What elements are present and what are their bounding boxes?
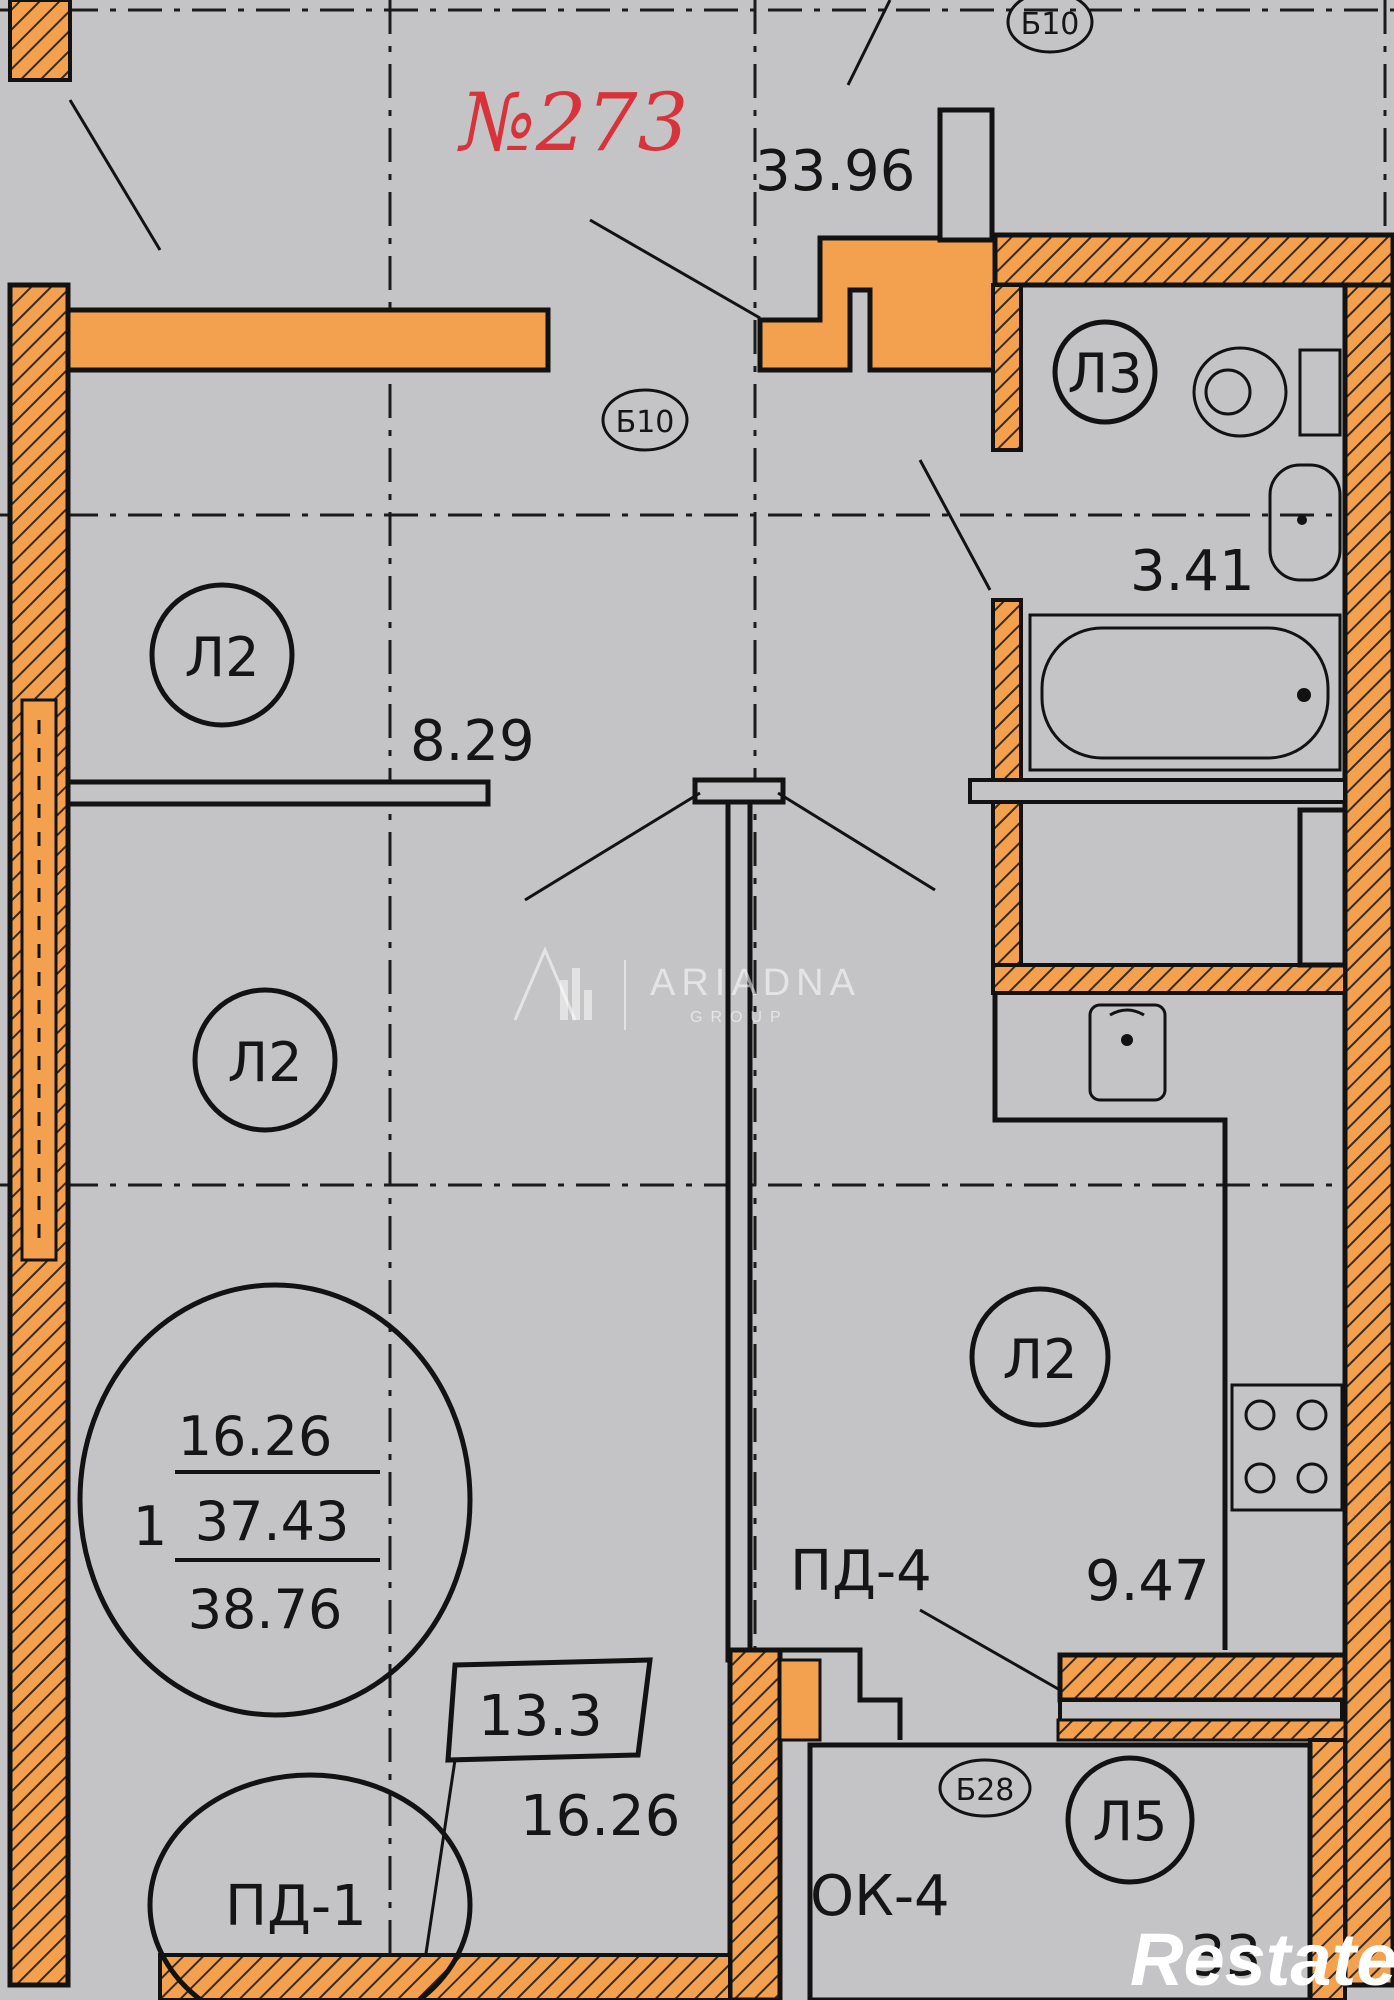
svg-text:GROUP: GROUP: [690, 1009, 789, 1026]
room-mark-l2-kitchen: Л2: [969, 1286, 1111, 1428]
room-mark-l5: Л5: [1065, 1755, 1195, 1885]
leader-lines: [68, 0, 1061, 1961]
upper-room-partition: [65, 779, 491, 807]
svg-text:16.26: 16.26: [178, 1405, 333, 1468]
room-mark-l2-upper: Л2: [149, 582, 295, 728]
ref-mark-b28: Б28: [938, 1758, 1032, 1818]
window-mark-13-3: 13.3: [445, 1657, 653, 1763]
svg-text:Л2: Л2: [185, 626, 260, 689]
balcony-area-label: 33: [1190, 1924, 1261, 1989]
room-mark-l2-middle: Л2: [192, 987, 338, 1133]
washbasin-icon: [1088, 1003, 1167, 1102]
svg-text:37.43: 37.43: [195, 1490, 350, 1553]
svg-text:38.76: 38.76: [188, 1578, 343, 1641]
bathtub-icon: [1028, 613, 1342, 772]
toilet-icon: [1192, 346, 1342, 438]
top-partition-wall: [65, 307, 551, 373]
svg-text:Restate: Restate: [1130, 1918, 1394, 2000]
ref-mark-b10-top: Б10: [1006, 0, 1094, 54]
corridor-area-label: 33.96: [755, 139, 915, 204]
svg-text:13.3: 13.3: [478, 1684, 603, 1749]
right-exterior-wall: [992, 232, 1394, 1988]
kitchen-area-label: 9.47: [1085, 1549, 1210, 1614]
balcony-walls: [158, 1647, 1348, 2000]
svg-text:Л3: Л3: [1068, 342, 1143, 405]
handwritten-apartment-number: №273: [457, 76, 688, 169]
restate-logo: Restate: [1130, 1918, 1394, 2000]
bathroom-walls: [968, 283, 1348, 1650]
living-area-label: 16.26: [520, 1784, 680, 1849]
svg-text:Б10: Б10: [1021, 7, 1080, 42]
svg-text:ПД-1: ПД-1: [225, 1874, 367, 1939]
svg-text:Б10: Б10: [616, 405, 675, 440]
apartment-summary-badge: 16.26 1 37.43 38.76: [77, 1282, 473, 1718]
upper-room-area-label: 8.29: [410, 709, 535, 774]
stove-icon: [1230, 1383, 1344, 1512]
ariadna-watermark: ARIADNA GROUP: [513, 946, 861, 1030]
window-label-ok4: ОК-4: [810, 1864, 950, 1929]
svg-text:Л2: Л2: [228, 1031, 303, 1094]
svg-text:Б28: Б28: [956, 1773, 1015, 1808]
svg-text:Л2: Л2: [1003, 1328, 1078, 1391]
sink-icon: [1268, 463, 1342, 582]
door-mark-pd1: ПД-1: [147, 1772, 473, 2000]
svg-text:1: 1: [133, 1495, 167, 1558]
room-mark-l3: Л3: [1052, 319, 1158, 425]
bathroom-area-label: 3.41: [1130, 539, 1255, 604]
svg-text:Л5: Л5: [1093, 1790, 1168, 1853]
svg-text:ARIADNA: ARIADNA: [650, 962, 861, 1004]
left-exterior-wall: [7, 0, 72, 1988]
entrance-walls: [757, 107, 998, 373]
door-label-pd4: ПД-4: [790, 1539, 932, 1604]
ref-mark-b10-mid: Б10: [601, 388, 689, 452]
